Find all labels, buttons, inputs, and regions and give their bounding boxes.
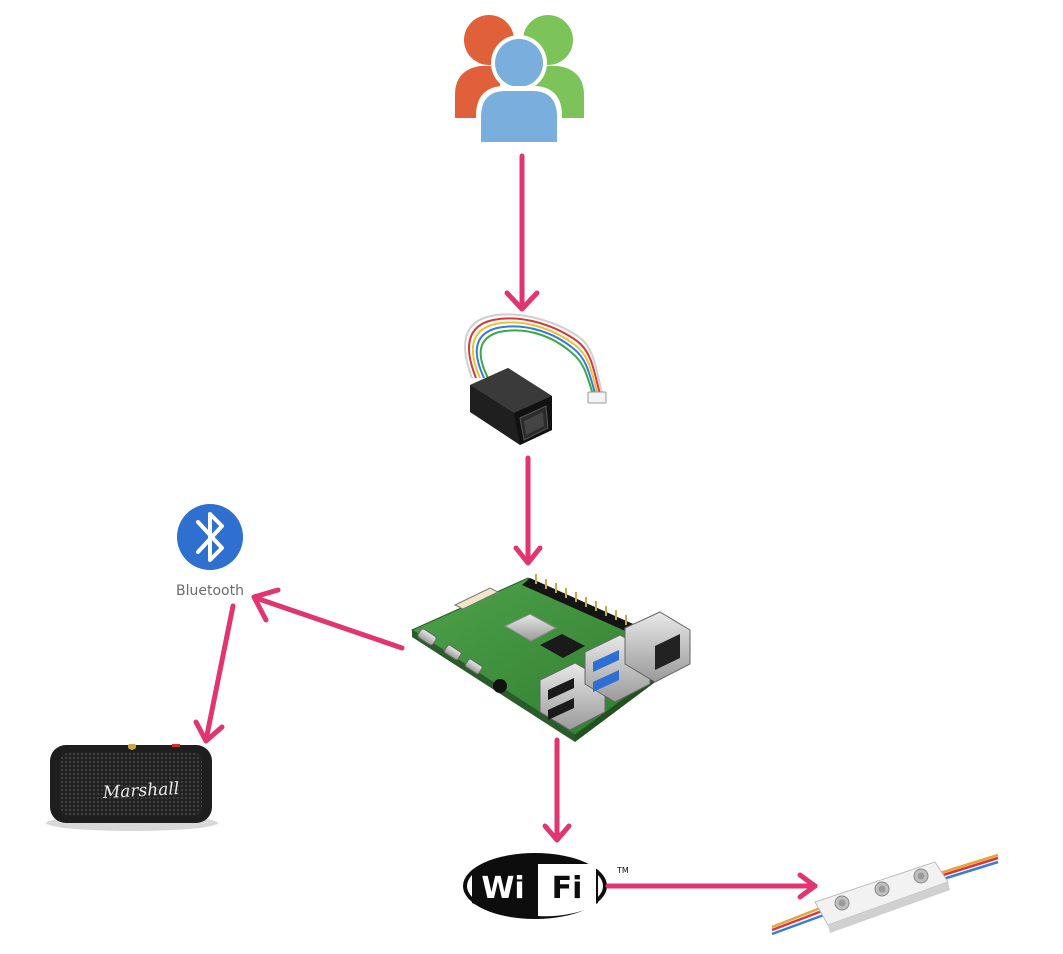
bluetooth-icon [177,504,243,570]
arrow-wifi-to-led [605,872,818,900]
arrow-pi-to-wifi [542,737,572,843]
svg-text:Marshall: Marshall [101,779,179,803]
arrow-sensor-to-pi [513,455,543,566]
wifi-wi-text: Wi [481,871,524,906]
wifi-fi-text: Fi [552,871,583,906]
fingerprint-sensor-image [464,313,607,445]
bluetooth-label: Bluetooth [176,583,244,599]
arrow-pi-to-bluetooth [251,587,405,651]
wifi-tm-text: TM [616,866,629,875]
arrow-bluetooth-to-speaker [193,603,236,744]
wifi-logo: Wi Fi TM [463,853,629,919]
marshall-speaker-image: Marshall [46,744,218,831]
arrow-users-to-sensor [504,153,540,312]
raspberry-pi-board-image [410,574,691,742]
users-icon [455,15,584,144]
led-module-image [771,853,999,936]
